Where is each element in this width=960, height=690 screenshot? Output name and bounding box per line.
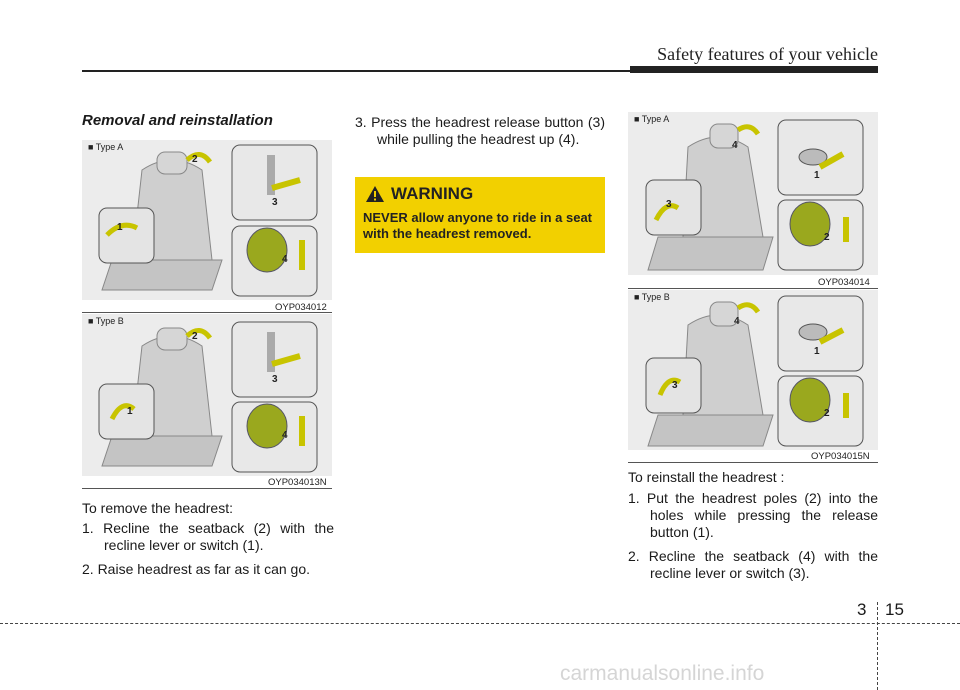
arrow-icon	[185, 328, 213, 340]
page-number: 15	[885, 600, 904, 619]
callout-1: 1	[117, 222, 123, 233]
list-item: 3. Press the headrest release button (3)…	[355, 114, 605, 147]
footer-divider	[877, 602, 878, 690]
arrow-icon	[109, 403, 136, 421]
callout-1: 1	[814, 346, 820, 357]
arrow-icon	[271, 177, 301, 191]
warning-box: WARNING NEVER allow anyone to ride in a …	[355, 177, 605, 253]
seat-illustration: 4 3 1 2	[645, 295, 864, 447]
callout-3: 3	[272, 197, 278, 208]
warning-header: WARNING	[365, 184, 473, 204]
removal-step-3: 3. Press the headrest release button (3)…	[355, 114, 605, 155]
figure-rule	[82, 488, 332, 489]
removal-steps: 1. Recline the seatback (2) with the rec…	[82, 520, 334, 585]
reinstall-steps: 1. Put the headrest poles (2) into the h…	[628, 490, 878, 589]
warning-text: NEVER allow anyone to ride in a seat wit…	[363, 210, 593, 241]
figure-type-b-reinstall: 4 3 1 2 ■ Type B	[628, 290, 878, 450]
list-item: 2. Raise headrest as far as it can go.	[82, 561, 311, 577]
figure-type-label: ■ Type B	[634, 292, 670, 302]
removal-intro: To remove the headrest:	[82, 500, 233, 516]
callout-3: 3	[666, 199, 672, 210]
callout-1: 1	[814, 170, 820, 181]
list-item: 1. Put the headrest poles (2) into the h…	[628, 490, 878, 540]
figure-type-a-removal: 2 1 3 4 ■ Type A	[82, 140, 332, 300]
callout-4: 4	[734, 316, 740, 327]
seat-illustration: 2 1 3 4	[98, 144, 318, 297]
section-title: Removal and reinstallation	[82, 112, 273, 129]
arrow-icon	[818, 151, 845, 170]
arrow-icon	[736, 124, 761, 136]
arrow-icon	[818, 327, 845, 345]
callout-2: 2	[824, 232, 830, 243]
figure-code: OYP034012	[275, 302, 327, 313]
callout-4: 4	[282, 254, 288, 265]
figure-code: OYP034015N	[811, 451, 870, 462]
header-bar	[630, 66, 878, 73]
callout-2: 2	[192, 154, 198, 165]
figure-rule	[82, 312, 332, 313]
callout-1: 1	[127, 406, 133, 417]
list-item: 1. Recline the seatback (2) with the rec…	[82, 520, 334, 553]
figure-type-label: ■ Type B	[88, 316, 124, 326]
arrow-icon	[105, 222, 139, 237]
watermark: carmanualsonline.info	[560, 662, 765, 685]
arrow-icon	[736, 302, 761, 314]
arrow-icon	[657, 377, 682, 396]
callout-2: 2	[824, 408, 830, 419]
warning-title: WARNING	[391, 184, 474, 203]
header-rule	[82, 70, 630, 72]
seat-illustration: 2 1 3 4	[98, 321, 318, 473]
arrow-icon	[653, 203, 680, 222]
figure-rule	[628, 462, 878, 463]
callout-3: 3	[272, 374, 278, 385]
seat-illustration: 4 3 1 2	[645, 119, 864, 271]
arrow-icon	[185, 152, 213, 164]
figure-code: OYP034013N	[268, 477, 327, 488]
reinstall-intro: To reinstall the headrest :	[628, 469, 785, 485]
chapter-number: 3	[857, 600, 867, 619]
running-header: Safety features of your vehicle	[657, 44, 878, 64]
footer-rule	[0, 623, 960, 624]
callout-4: 4	[282, 430, 288, 441]
figure-type-label: ■ Type A	[634, 114, 670, 124]
arrow-icon	[271, 353, 301, 367]
warning-triangle-icon	[366, 186, 384, 202]
figure-type-a-reinstall: 4 3 1 2 ■ Type A	[628, 112, 878, 275]
figure-type-label: ■ Type A	[88, 142, 124, 152]
figure-type-b-removal: 2 1 3 4 ■ Type B	[82, 314, 332, 476]
callout-4: 4	[732, 140, 738, 151]
callout-2: 2	[192, 331, 198, 342]
figure-code: OYP034014	[818, 277, 870, 288]
list-item: 2. Recline the seatback (4) with the rec…	[628, 548, 878, 581]
callout-3: 3	[672, 380, 678, 391]
figure-rule	[628, 288, 878, 289]
